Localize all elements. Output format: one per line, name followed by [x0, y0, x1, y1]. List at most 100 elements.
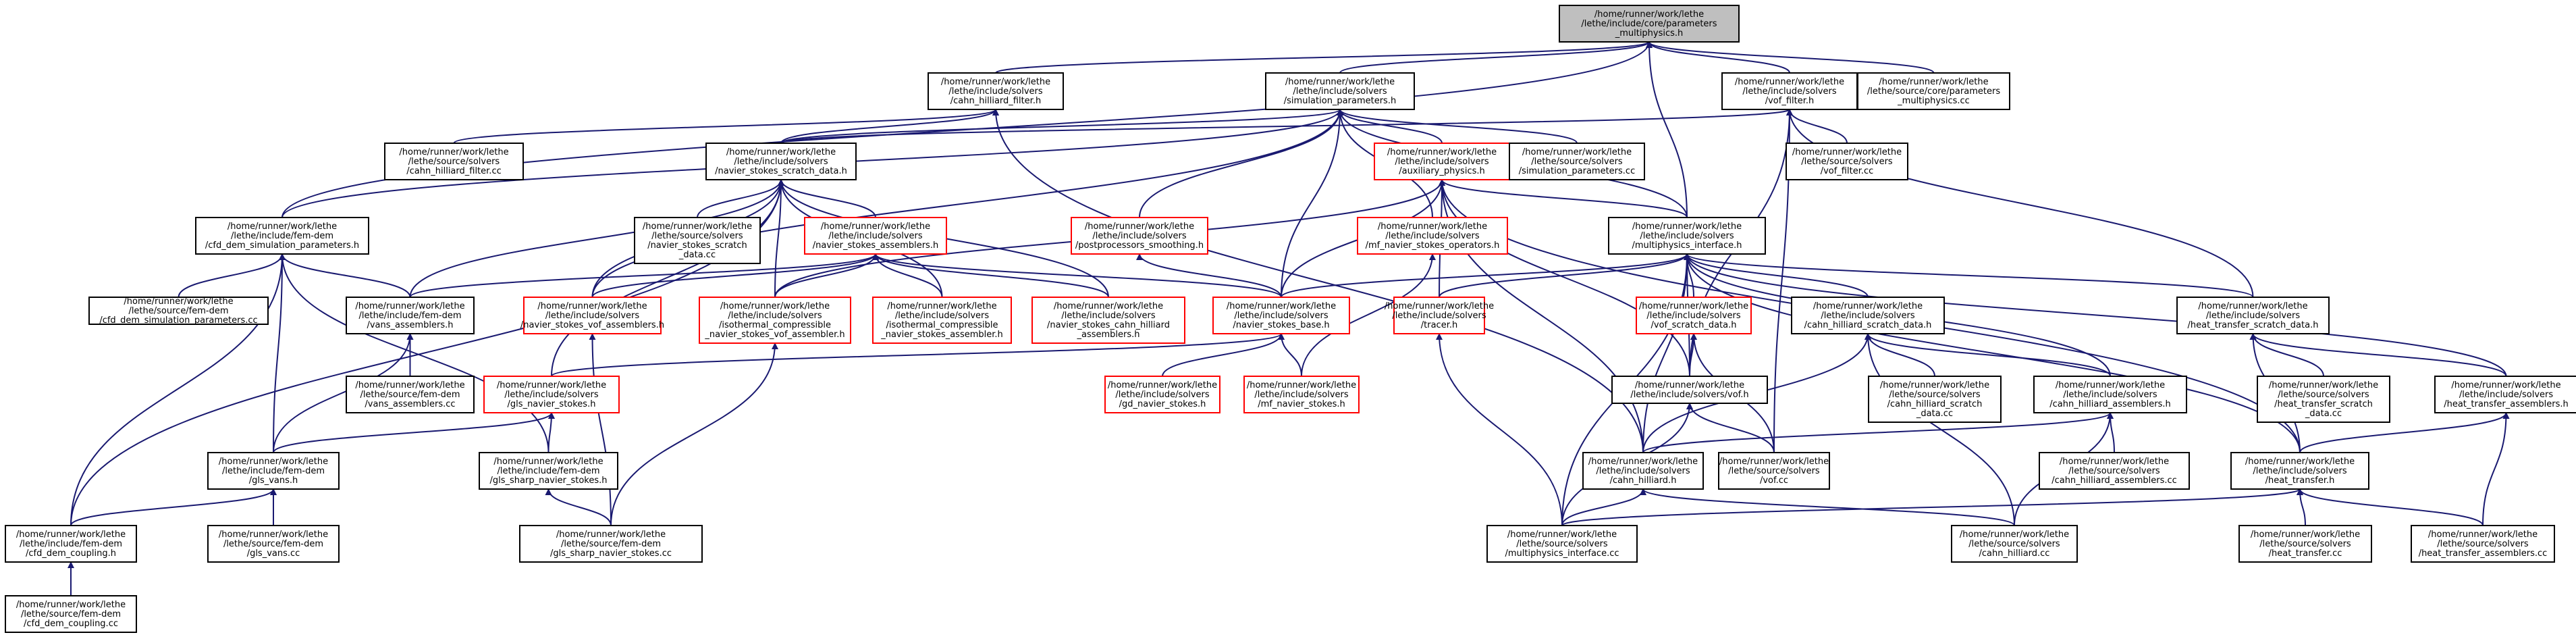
node-label-line: /multiphysics_interface.h — [1632, 240, 1742, 251]
node-label-line: /cahn_hilliard_filter.cc — [406, 166, 501, 176]
node-label-line: /auxiliary_physics.h — [1399, 166, 1484, 176]
node-postproc[interactable]: /home/runner/work/lethe/lethe/include/so… — [1071, 217, 1208, 255]
node-box — [2230, 452, 2369, 490]
node-label-line: /lethe/include/solvers — [1596, 466, 1690, 476]
node-gdns[interactable]: /home/runner/work/lethe/lethe/include/so… — [1104, 376, 1220, 413]
node-chasm[interactable]: /home/runner/work/lethe/lethe/include/so… — [2033, 376, 2187, 413]
node-tracer[interactable]: /home/runner/work/lethe/lethe/include/so… — [1385, 297, 1494, 334]
node-glsvanscc[interactable]: /home/runner/work/lethe/lethe/source/fem… — [207, 525, 340, 563]
node-label-line: /cahn_hilliard_assemblers.h — [2049, 399, 2171, 409]
node-label-line: /lethe/source/solvers — [1889, 390, 1981, 400]
edge-chcc-to-chh — [1640, 488, 2015, 526]
node-chcc[interactable]: /home/runner/work/lethe/lethe/source/sol… — [1951, 525, 2078, 563]
node-chh[interactable]: /home/runner/work/lethe/lethe/include/so… — [1582, 452, 1704, 490]
node-label-line: /isothermal_compressible — [719, 320, 831, 330]
node-label-line: /tracer.h — [1421, 320, 1457, 330]
node-htasm[interactable]: /home/runner/work/lethe/lethe/include/so… — [2434, 376, 2576, 413]
node-htcc[interactable]: /home/runner/work/lethe/lethe/source/sol… — [2238, 525, 2372, 563]
node-htscratchcc[interactable]: /home/runner/work/lethe/lethe/source/sol… — [2257, 376, 2390, 423]
node-box — [523, 297, 662, 334]
node-label-line: /home/runner/work/lethe — [1588, 457, 1698, 467]
node-cfdparam[interactable]: /home/runner/work/lethe/lethe/include/fe… — [195, 217, 369, 255]
node-chfcc[interactable]: /home/runner/work/lethe/lethe/source/sol… — [384, 143, 524, 180]
node-nsscratchcc[interactable]: /home/runner/work/lethe/lethe/source/sol… — [634, 217, 761, 264]
node-glsns[interactable]: /home/runner/work/lethe/lethe/include/so… — [483, 376, 620, 413]
node-label-line: /heat_transfer.cc — [2269, 549, 2342, 559]
node-label-line: /home/runner/work/lethe — [1632, 222, 1742, 232]
node-label-line: /postprocessors_smoothing.h — [1075, 240, 1204, 251]
node-label-line: /home/runner/work/lethe — [1247, 380, 1356, 390]
node-chscratchcc[interactable]: /home/runner/work/lethe/lethe/source/sol… — [1868, 376, 2002, 423]
node-label-line: /lethe/include/solvers — [2063, 390, 2157, 400]
node-mfns[interactable]: /home/runner/work/lethe/lethe/include/so… — [1243, 376, 1360, 413]
node-voffilter[interactable]: /home/runner/work/lethe/lethe/include/so… — [1721, 72, 1858, 110]
node-label-line: /home/runner/work/lethe — [1054, 301, 1163, 311]
node-glssharp[interactable]: /home/runner/work/lethe/lethe/include/fe… — [479, 452, 618, 490]
node-vofcc[interactable]: /home/runner/work/lethe/lethe/source/sol… — [1718, 452, 1830, 490]
edge-chf-to-root — [995, 41, 1653, 74]
node-glsvans[interactable]: /home/runner/work/lethe/lethe/include/fe… — [207, 452, 340, 490]
node-label-line: /lethe/include/solvers — [948, 86, 1043, 97]
node-htasmcc[interactable]: /home/runner/work/lethe/lethe/source/sol… — [2411, 525, 2555, 563]
node-label-line: /vof_filter.cc — [1821, 166, 1874, 176]
edge-chh-to-mpinterface — [1642, 253, 1690, 453]
node-vansasm[interactable]: /home/runner/work/lethe/lethe/include/fe… — [346, 297, 475, 334]
node-glssharpcc[interactable]: /home/runner/work/lethe/lethe/source/fem… — [519, 525, 703, 563]
node-label-line: /lethe/include/solvers — [2253, 466, 2347, 476]
node-label-line: /home/runner/work/lethe — [556, 530, 666, 540]
node-box — [207, 452, 340, 490]
edge-glsvans-to-cfdparam — [273, 253, 286, 453]
node-label-line: /navier_stokes_cahn_hilliard — [1047, 320, 1170, 330]
node-label-line: /home/runner/work/lethe — [643, 222, 752, 232]
node-mpinterface[interactable]: /home/runner/work/lethe/lethe/include/so… — [1608, 217, 1766, 255]
node-simparamcc[interactable]: /home/runner/work/lethe/lethe/source/sol… — [1509, 143, 1645, 180]
node-cfdparamcc[interactable]: /home/runner/work/lethe/lethe/source/fem… — [88, 297, 269, 326]
node-label-line: /lethe/source/fem-dem — [21, 609, 121, 619]
edge-htscratch-to-mpinterface — [1684, 253, 2254, 298]
node-nschasm[interactable]: /home/runner/work/lethe/lethe/include/so… — [1031, 297, 1185, 344]
node-box — [1608, 217, 1766, 255]
node-chf[interactable]: /home/runner/work/lethe/lethe/include/so… — [928, 72, 1064, 110]
node-hth[interactable]: /home/runner/work/lethe/lethe/include/so… — [2230, 452, 2369, 490]
node-label-line: /lethe/include/solvers — [1395, 157, 1489, 167]
node-simparam[interactable]: /home/runner/work/lethe/lethe/include/so… — [1265, 72, 1415, 110]
node-chscratch[interactable]: /home/runner/work/lethe/lethe/include/so… — [1791, 297, 1945, 334]
node-nsassemblers[interactable]: /home/runner/work/lethe/lethe/include/so… — [804, 217, 947, 255]
node-box — [1582, 452, 1704, 490]
node-label-line: /lethe/include/solvers — [1115, 390, 1210, 400]
node-voffiltercc[interactable]: /home/runner/work/lethe/lethe/source/sol… — [1786, 143, 1908, 180]
node-label-line: /cfd_dem_simulation_parameters.h — [205, 240, 359, 251]
node-htscratch[interactable]: /home/runner/work/lethe/lethe/include/so… — [2176, 297, 2330, 334]
node-mpinterfacecc[interactable]: /home/runner/work/lethe/lethe/source/sol… — [1486, 525, 1638, 563]
node-nsvofasm[interactable]: /home/runner/work/lethe/lethe/include/so… — [520, 297, 664, 334]
node-label-line: /home/runner/work/lethe — [497, 380, 606, 390]
node-nsscratch[interactable]: /home/runner/work/lethe/lethe/include/so… — [705, 143, 857, 180]
node-box — [1357, 217, 1508, 255]
node-box — [1374, 143, 1510, 180]
node-mfops[interactable]: /home/runner/work/lethe/lethe/include/so… — [1357, 217, 1508, 255]
node-isons[interactable]: /home/runner/work/lethe/lethe/include/so… — [872, 297, 1012, 344]
node-box — [346, 376, 475, 413]
node-isovof[interactable]: /home/runner/work/lethe/lethe/include/so… — [699, 297, 851, 344]
edge-isovof-to-nsscratch — [774, 179, 784, 298]
node-label-line: /home/runner/work/lethe — [2198, 301, 2307, 311]
node-label-line: /lethe/include/solvers — [1385, 231, 1480, 241]
node-label-line: /home/runner/work/lethe — [2245, 457, 2355, 467]
node-vofh[interactable]: /home/runner/work/lethe/lethe/include/so… — [1611, 376, 1768, 404]
node-cfdcoupling[interactable]: /home/runner/work/lethe/lethe/include/fe… — [5, 525, 137, 563]
node-vansasmcc[interactable]: /home/runner/work/lethe/lethe/source/fem… — [346, 376, 475, 413]
node-label-line: /home/runner/work/lethe — [1507, 530, 1617, 540]
edge-voffilter-to-root — [1646, 41, 1790, 74]
node-mpcc[interactable]: /home/runner/work/lethe/lethe/source/cor… — [1857, 72, 2010, 110]
node-box — [1559, 5, 1740, 43]
node-label-line: _multiphysics.cc — [1897, 96, 1970, 106]
node-label-line: /lethe/include/fem-dem — [358, 311, 461, 321]
node-box — [384, 143, 524, 180]
node-auxphys[interactable]: /home/runner/work/lethe/lethe/include/so… — [1374, 143, 1510, 180]
node-vofscratch[interactable]: /home/runner/work/lethe/lethe/include/so… — [1636, 297, 1752, 334]
node-cfdcouplingcc[interactable]: /home/runner/work/lethe/lethe/source/fem… — [5, 595, 137, 633]
node-nsbase[interactable]: /home/runner/work/lethe/lethe/include/so… — [1212, 297, 1350, 334]
node-label-line: /home/runner/work/lethe — [720, 301, 830, 311]
node-label-line: /lethe/include/solvers — [2206, 311, 2301, 321]
node-chasmcc[interactable]: /home/runner/work/lethe/lethe/source/sol… — [2039, 452, 2190, 490]
